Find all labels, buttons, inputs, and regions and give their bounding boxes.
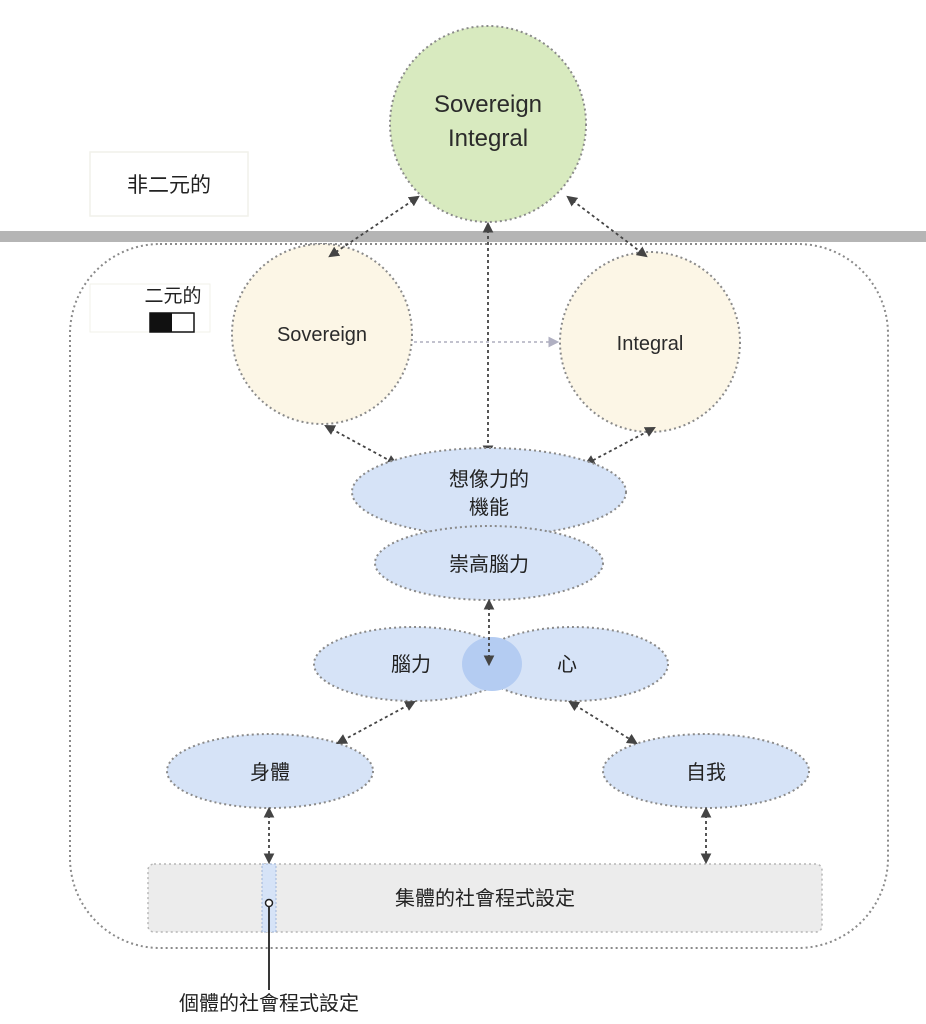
mind-to-body-arrow (336, 700, 416, 745)
sovereign-circle (231, 243, 413, 425)
imagination-line1: 想像力的 (449, 467, 529, 491)
higher-mind-label: 崇高腦力 (449, 552, 529, 576)
mind-heart-overlap (462, 637, 522, 691)
collective-programming-box (147, 863, 823, 933)
self-label: 自我 (686, 760, 726, 784)
mind-label: 腦力 (391, 652, 431, 676)
duality-switch-icon (149, 312, 195, 333)
integral-label: Integral (617, 333, 684, 355)
individual-programming-label: 個體的社會程式設定 (179, 991, 359, 1015)
heart-to-self-arrow (568, 700, 638, 745)
divider-bar (0, 231, 926, 242)
sovereign-integral-circle (389, 25, 587, 223)
sovereign-label: Sovereign (277, 324, 367, 346)
body-label: 身體 (250, 760, 290, 784)
top-to-integral-arrow (566, 195, 648, 258)
heart-label: 心 (557, 652, 577, 676)
sovereign-integral-line1: Sovereign (434, 91, 542, 118)
imagination-ellipse (351, 447, 627, 537)
integral-to-imagination-arrow (584, 426, 656, 466)
collective-programming-label: 集體的社會程式設定 (395, 886, 575, 910)
individual-programming-dot (264, 898, 274, 908)
imagination-line2: 機能 (469, 495, 509, 519)
sovereign-to-imagination-arrow (324, 424, 398, 466)
heart-ellipse (477, 626, 669, 702)
dual-region-frame (69, 243, 889, 949)
nondual-label-box (89, 151, 249, 217)
dual-label: 二元的 (144, 285, 201, 307)
nondual-label: 非二元的 (127, 173, 211, 197)
top-to-sovereign-arrow (328, 195, 420, 258)
sovereign-integral-line2: Integral (448, 125, 528, 152)
